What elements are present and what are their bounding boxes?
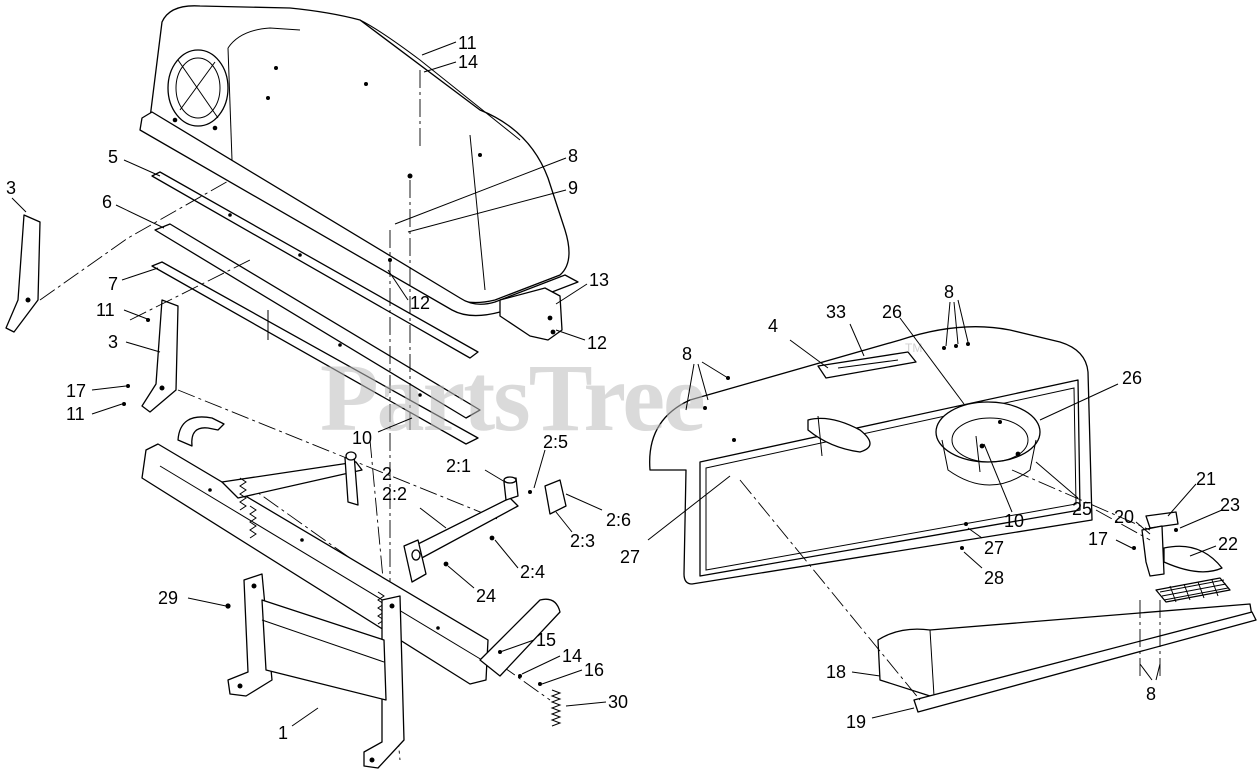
callout: 27 xyxy=(620,547,640,567)
callout: 10 xyxy=(352,428,372,448)
callout: 22 xyxy=(1218,534,1238,554)
callout: 8 xyxy=(1146,684,1156,704)
callout: 28 xyxy=(984,568,1004,588)
callout: 20 xyxy=(1114,507,1134,527)
callout: 23 xyxy=(1220,495,1240,515)
callout: 25 xyxy=(1072,499,1092,519)
discharge-chute xyxy=(877,577,1257,713)
callout: 7 xyxy=(108,274,118,294)
callout: 11 xyxy=(66,404,85,424)
strip-5 xyxy=(151,171,479,359)
callout: 26 xyxy=(1122,368,1142,388)
callout: 2:2 xyxy=(382,484,407,504)
bracket-13 xyxy=(499,287,563,341)
callout: 16 xyxy=(584,660,604,680)
callout: 2:1 xyxy=(446,456,471,476)
callout: 12 xyxy=(410,293,430,313)
bumper-frame xyxy=(141,416,561,685)
latch-assembly-2 xyxy=(225,476,567,686)
callout: 9 xyxy=(568,178,578,198)
leader-lines xyxy=(11,41,1223,727)
callout: 12 xyxy=(587,333,607,353)
callout: 2 xyxy=(382,464,392,484)
callout: 2:4 xyxy=(520,562,545,582)
callout: 4 xyxy=(768,316,778,336)
spring-30 xyxy=(550,689,562,727)
callout: 6 xyxy=(102,192,112,212)
watermark: PartsTree xyxy=(320,344,704,451)
callout: 2:5 xyxy=(543,432,568,452)
callout: 8 xyxy=(682,344,692,364)
deflector-bracket xyxy=(1132,511,1223,577)
callout: 17 xyxy=(1088,529,1108,549)
callout: 14 xyxy=(458,52,478,72)
callout: 29 xyxy=(158,588,178,608)
callout: 8 xyxy=(944,282,954,302)
callout: 21 xyxy=(1196,469,1216,489)
callout: 3 xyxy=(108,332,118,352)
callout: 33 xyxy=(826,302,846,322)
callout: 2:6 xyxy=(606,510,631,530)
callout: 11 xyxy=(458,33,477,53)
watermark-tm: TM xyxy=(905,341,922,355)
callout: 3 xyxy=(6,178,16,198)
callout: 10 xyxy=(1004,511,1024,531)
callout: 19 xyxy=(846,712,866,732)
callout: 15 xyxy=(536,630,556,650)
callout: 13 xyxy=(589,270,609,290)
lift-frame-1 xyxy=(227,573,405,769)
right-housing xyxy=(649,326,1093,585)
callout: 24 xyxy=(476,586,496,606)
strip-7 xyxy=(151,261,479,445)
callout-labels: 11 14 8 9 5 6 7 3 11 12 13 12 3 17 11 10… xyxy=(6,33,1240,743)
callout: 11 xyxy=(96,300,115,320)
callout: 1 xyxy=(278,723,288,743)
hinge-arm-3-upper xyxy=(5,214,41,333)
callout: 26 xyxy=(882,302,902,322)
callout: 18 xyxy=(826,662,846,682)
plate-6 xyxy=(154,223,481,419)
callout: 8 xyxy=(568,146,578,166)
spring-left xyxy=(239,477,257,539)
callout: 30 xyxy=(608,692,628,712)
hood-housing xyxy=(139,5,579,317)
callout: 2:3 xyxy=(570,531,595,551)
callout: 5 xyxy=(108,147,118,167)
callout: 17 xyxy=(66,381,86,401)
callout: 27 xyxy=(984,538,1004,558)
callout: 14 xyxy=(562,646,582,666)
hinge-arm-3-lower xyxy=(141,299,179,413)
